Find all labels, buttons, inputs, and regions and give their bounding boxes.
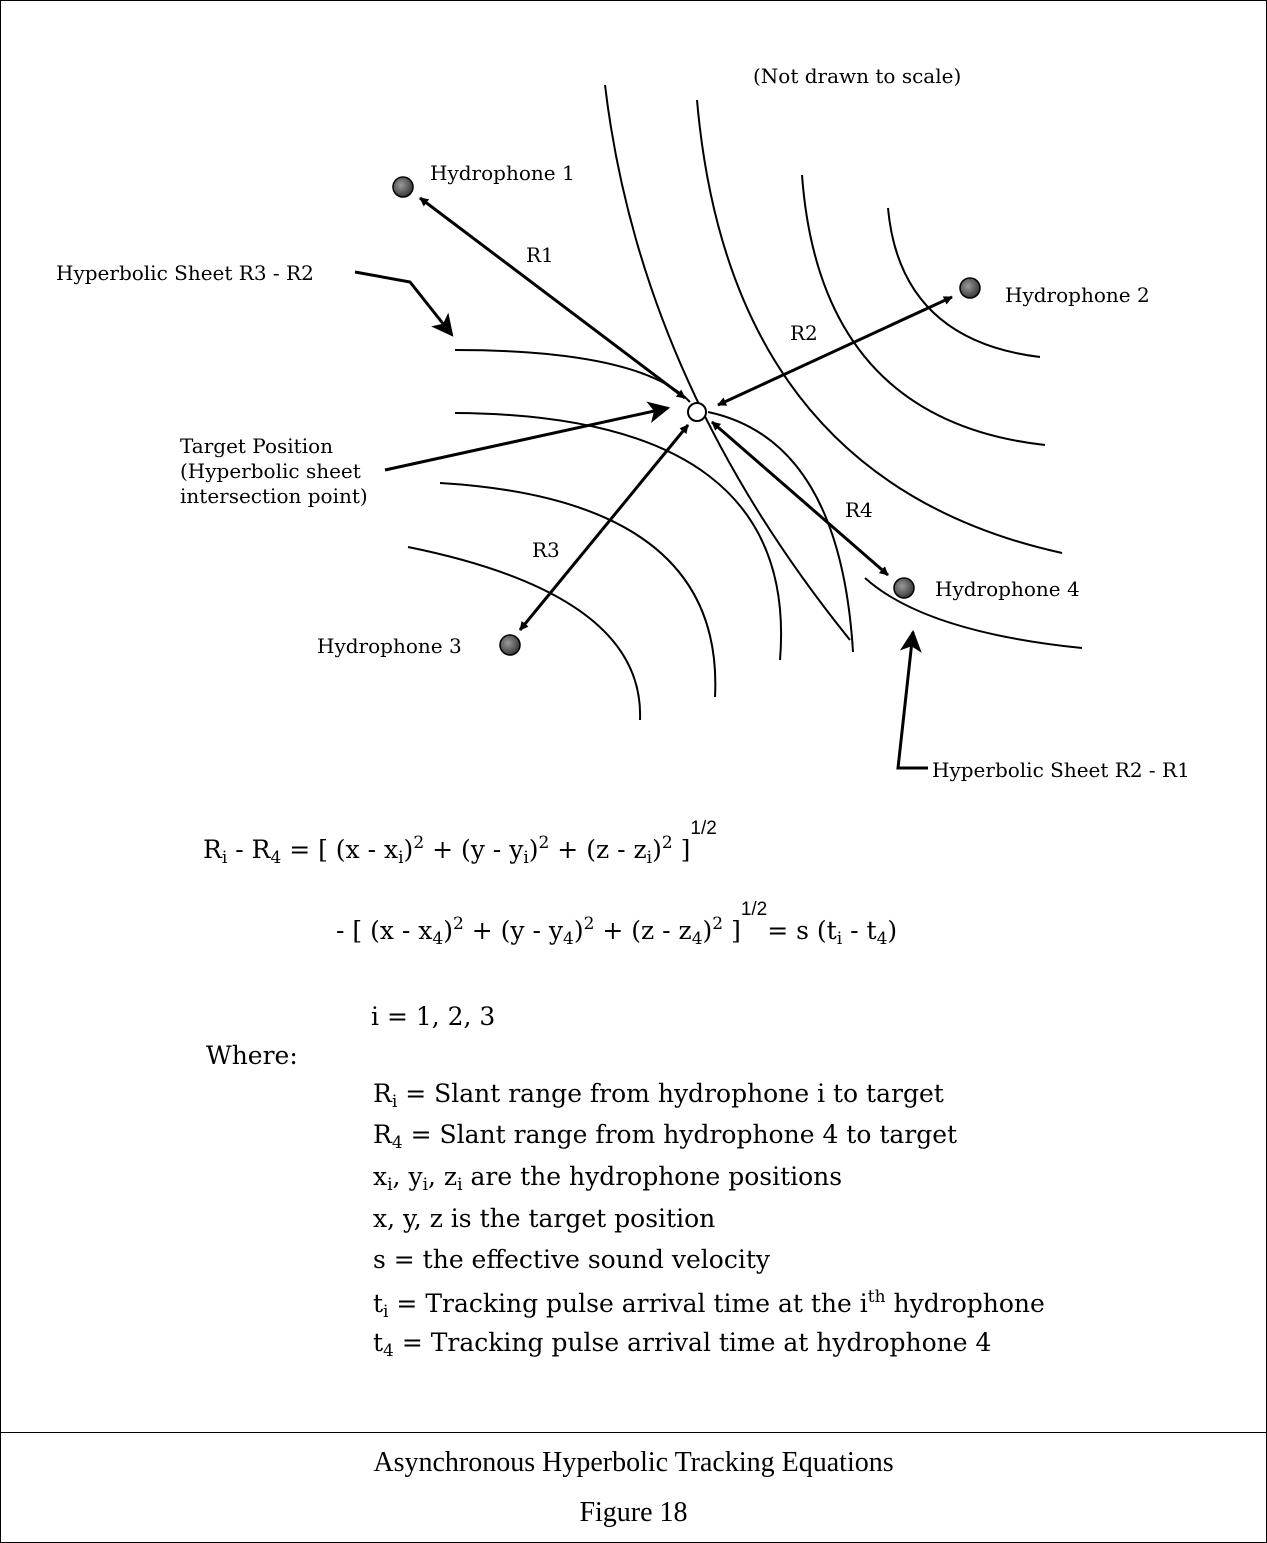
hydrophone-2-marker: [959, 277, 981, 299]
definition-positions: xi, yi, zi are the hydrophone positions: [373, 1162, 843, 1195]
target-label-line-2: (Hyperbolic sheet: [180, 459, 361, 483]
hyperbola-family-lower: [407, 349, 1083, 721]
hyperbola-family-upper: [604, 84, 1063, 641]
not-to-scale-note: (Not drawn to scale): [753, 64, 961, 88]
definition-r4: R4 = Slant range from hydrophone 4 to ta…: [373, 1120, 958, 1153]
range-label-r2: R2: [790, 321, 818, 345]
definition-ri: Ri = Slant range from hydrophone i to ta…: [373, 1079, 944, 1112]
range-arrow-r3: [518, 424, 690, 631]
definition-target: x, y, z is the target position: [373, 1204, 716, 1233]
hyperbola-curve: [696, 99, 1063, 554]
definition-ti: ti = Tracking pulse arrival time at the …: [373, 1287, 1045, 1322]
hydrophone-1-marker: [392, 176, 414, 198]
target-position-marker: [687, 402, 707, 422]
hyperbolic-tracking-diagram: (Not drawn to scale) Hydrophone 1 Hydrop…: [56, 64, 1190, 782]
pointer-arrow-sheet-r3-r2: [354, 270, 454, 337]
range-label-r4: R4: [845, 498, 873, 522]
exponent-half: 1/2: [740, 899, 768, 920]
sheet-r3-r2-label: Hyperbolic Sheet R3 - R2: [56, 261, 314, 285]
hydrophone-4-label: Hydrophone 4: [935, 577, 1080, 601]
equation-line-2: - [ (x - x4)2 + (y - y4)2 + (z - z4)2 ]1…: [336, 899, 898, 949]
hydrophone-4-marker: [893, 577, 915, 599]
hyperbola-curve: [439, 482, 717, 698]
where-label: Where:: [206, 1041, 298, 1070]
hydrophone-3-marker: [499, 634, 521, 656]
range-label-r1: R1: [526, 243, 554, 267]
sheet-r2-r1-label: Hyperbolic Sheet R2 - R1: [932, 758, 1190, 782]
equation-line-1: Ri - R4 = [ (x - xi)2 + (y - yi)2 + (z -…: [203, 818, 717, 868]
hyperbola-curve: [454, 412, 783, 661]
target-label-line-1: Target Position: [180, 434, 333, 458]
definition-t4: t4 = Tracking pulse arrival time at hydr…: [373, 1328, 992, 1361]
pointer-arrow-target: [384, 401, 671, 472]
range-arrow-r2: [717, 295, 953, 407]
pointer-arrow-sheet-r2-r1: [896, 629, 928, 770]
exponent-half: 1/2: [690, 818, 717, 839]
figure-caption-number: Figure 18: [579, 1497, 688, 1528]
hydrophone-1-label: Hydrophone 1: [430, 161, 575, 185]
figure-caption-title: Asynchronous Hyperbolic Tracking Equatio…: [373, 1447, 894, 1478]
range-label-r3: R3: [532, 538, 560, 562]
hydrophone-3-label: Hydrophone 3: [317, 634, 462, 658]
range-arrow-r4: [711, 420, 889, 577]
target-label-line-3: intersection point): [180, 484, 368, 508]
hydrophone-2-label: Hydrophone 2: [1005, 283, 1150, 307]
index-range: i = 1, 2, 3: [371, 1002, 496, 1031]
range-arrow-r1: [419, 196, 686, 400]
caption-divider: [0, 1432, 1267, 1433]
hyperbola-curve: [864, 577, 1083, 649]
definition-velocity: s = the effective sound velocity: [373, 1245, 770, 1274]
